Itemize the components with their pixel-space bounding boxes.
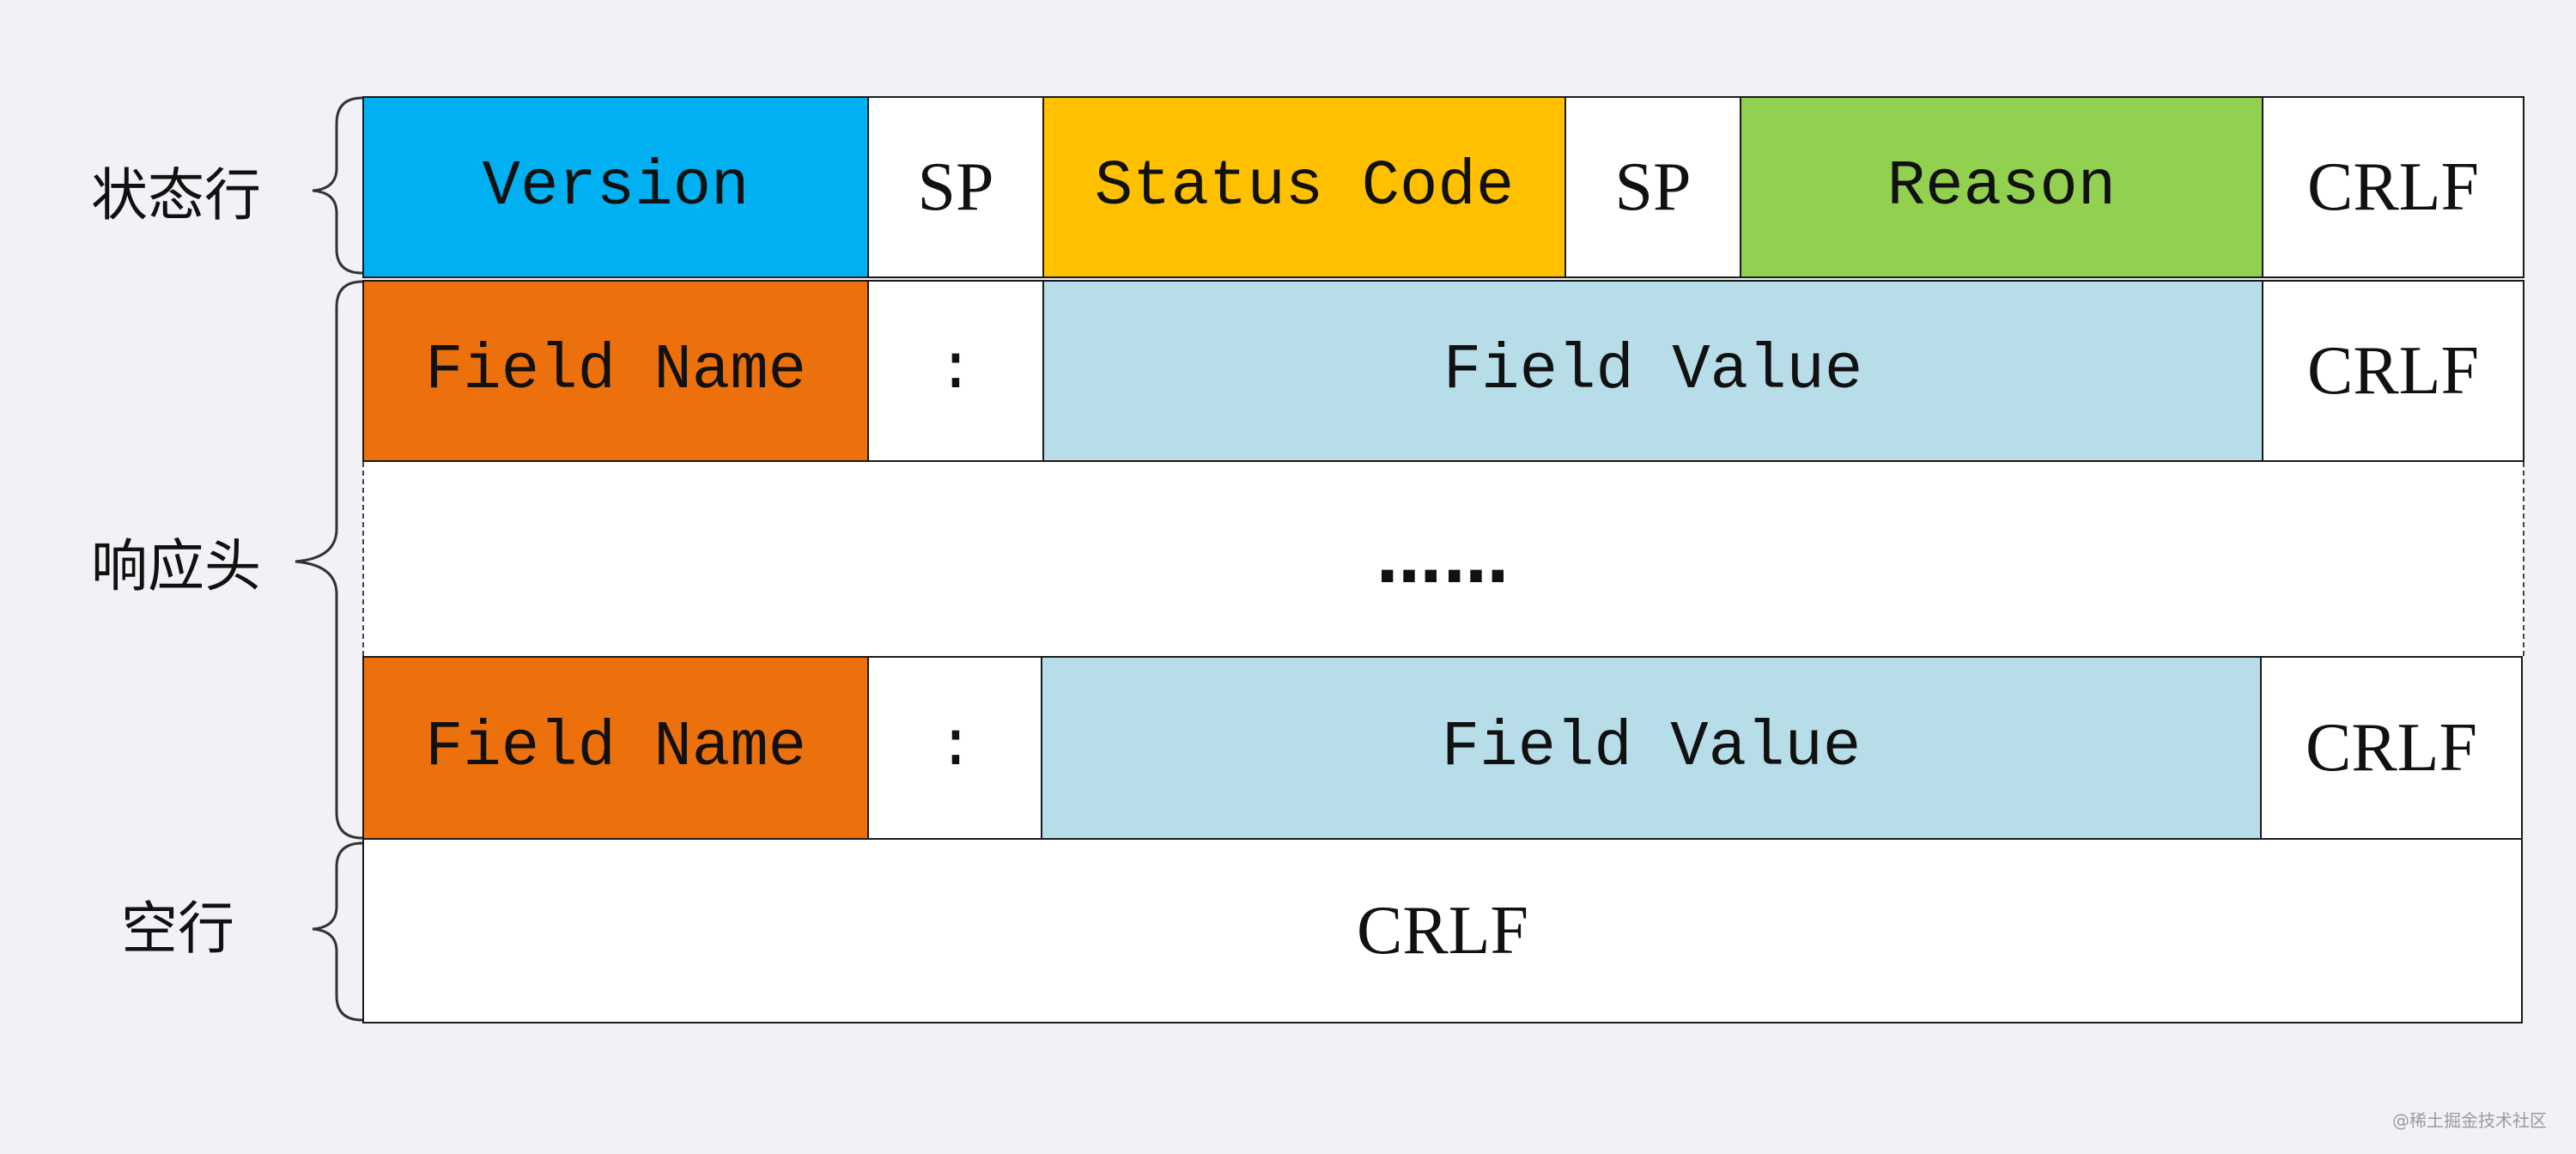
blank-line-brace	[312, 841, 363, 1022]
header-crlf-cell: CRLF	[2262, 280, 2524, 462]
sp-cell-2: SP	[1564, 96, 1741, 278]
status-line-brace	[312, 96, 363, 275]
blank-line-label: 空行	[121, 896, 234, 962]
status-crlf-cell: CRLF	[2262, 96, 2524, 278]
sp-cell-1: SP	[867, 96, 1044, 278]
more-headers-ellipsis: ……	[362, 462, 2524, 656]
version-cell: Version	[362, 96, 869, 278]
reason-cell: Reason	[1740, 96, 2263, 278]
header-crlf-cell: CRLF	[2260, 656, 2523, 840]
field-value-cell: Field Value	[1041, 656, 2262, 840]
colon-cell: :	[867, 280, 1044, 462]
colon-cell: :	[867, 656, 1044, 840]
field-name-cell: Field Name	[362, 656, 869, 840]
response-headers-label: 响应头	[91, 533, 261, 599]
watermark: @稀土掘金技术社区	[2392, 1110, 2547, 1131]
status-code-cell: Status Code	[1042, 96, 1566, 278]
blank-line-crlf-cell: CRLF	[362, 838, 2523, 1023]
field-name-cell: Field Name	[362, 280, 869, 462]
response-headers-brace	[295, 280, 363, 840]
field-value-cell: Field Value	[1042, 280, 2263, 462]
status-line-label: 状态行	[91, 162, 261, 228]
